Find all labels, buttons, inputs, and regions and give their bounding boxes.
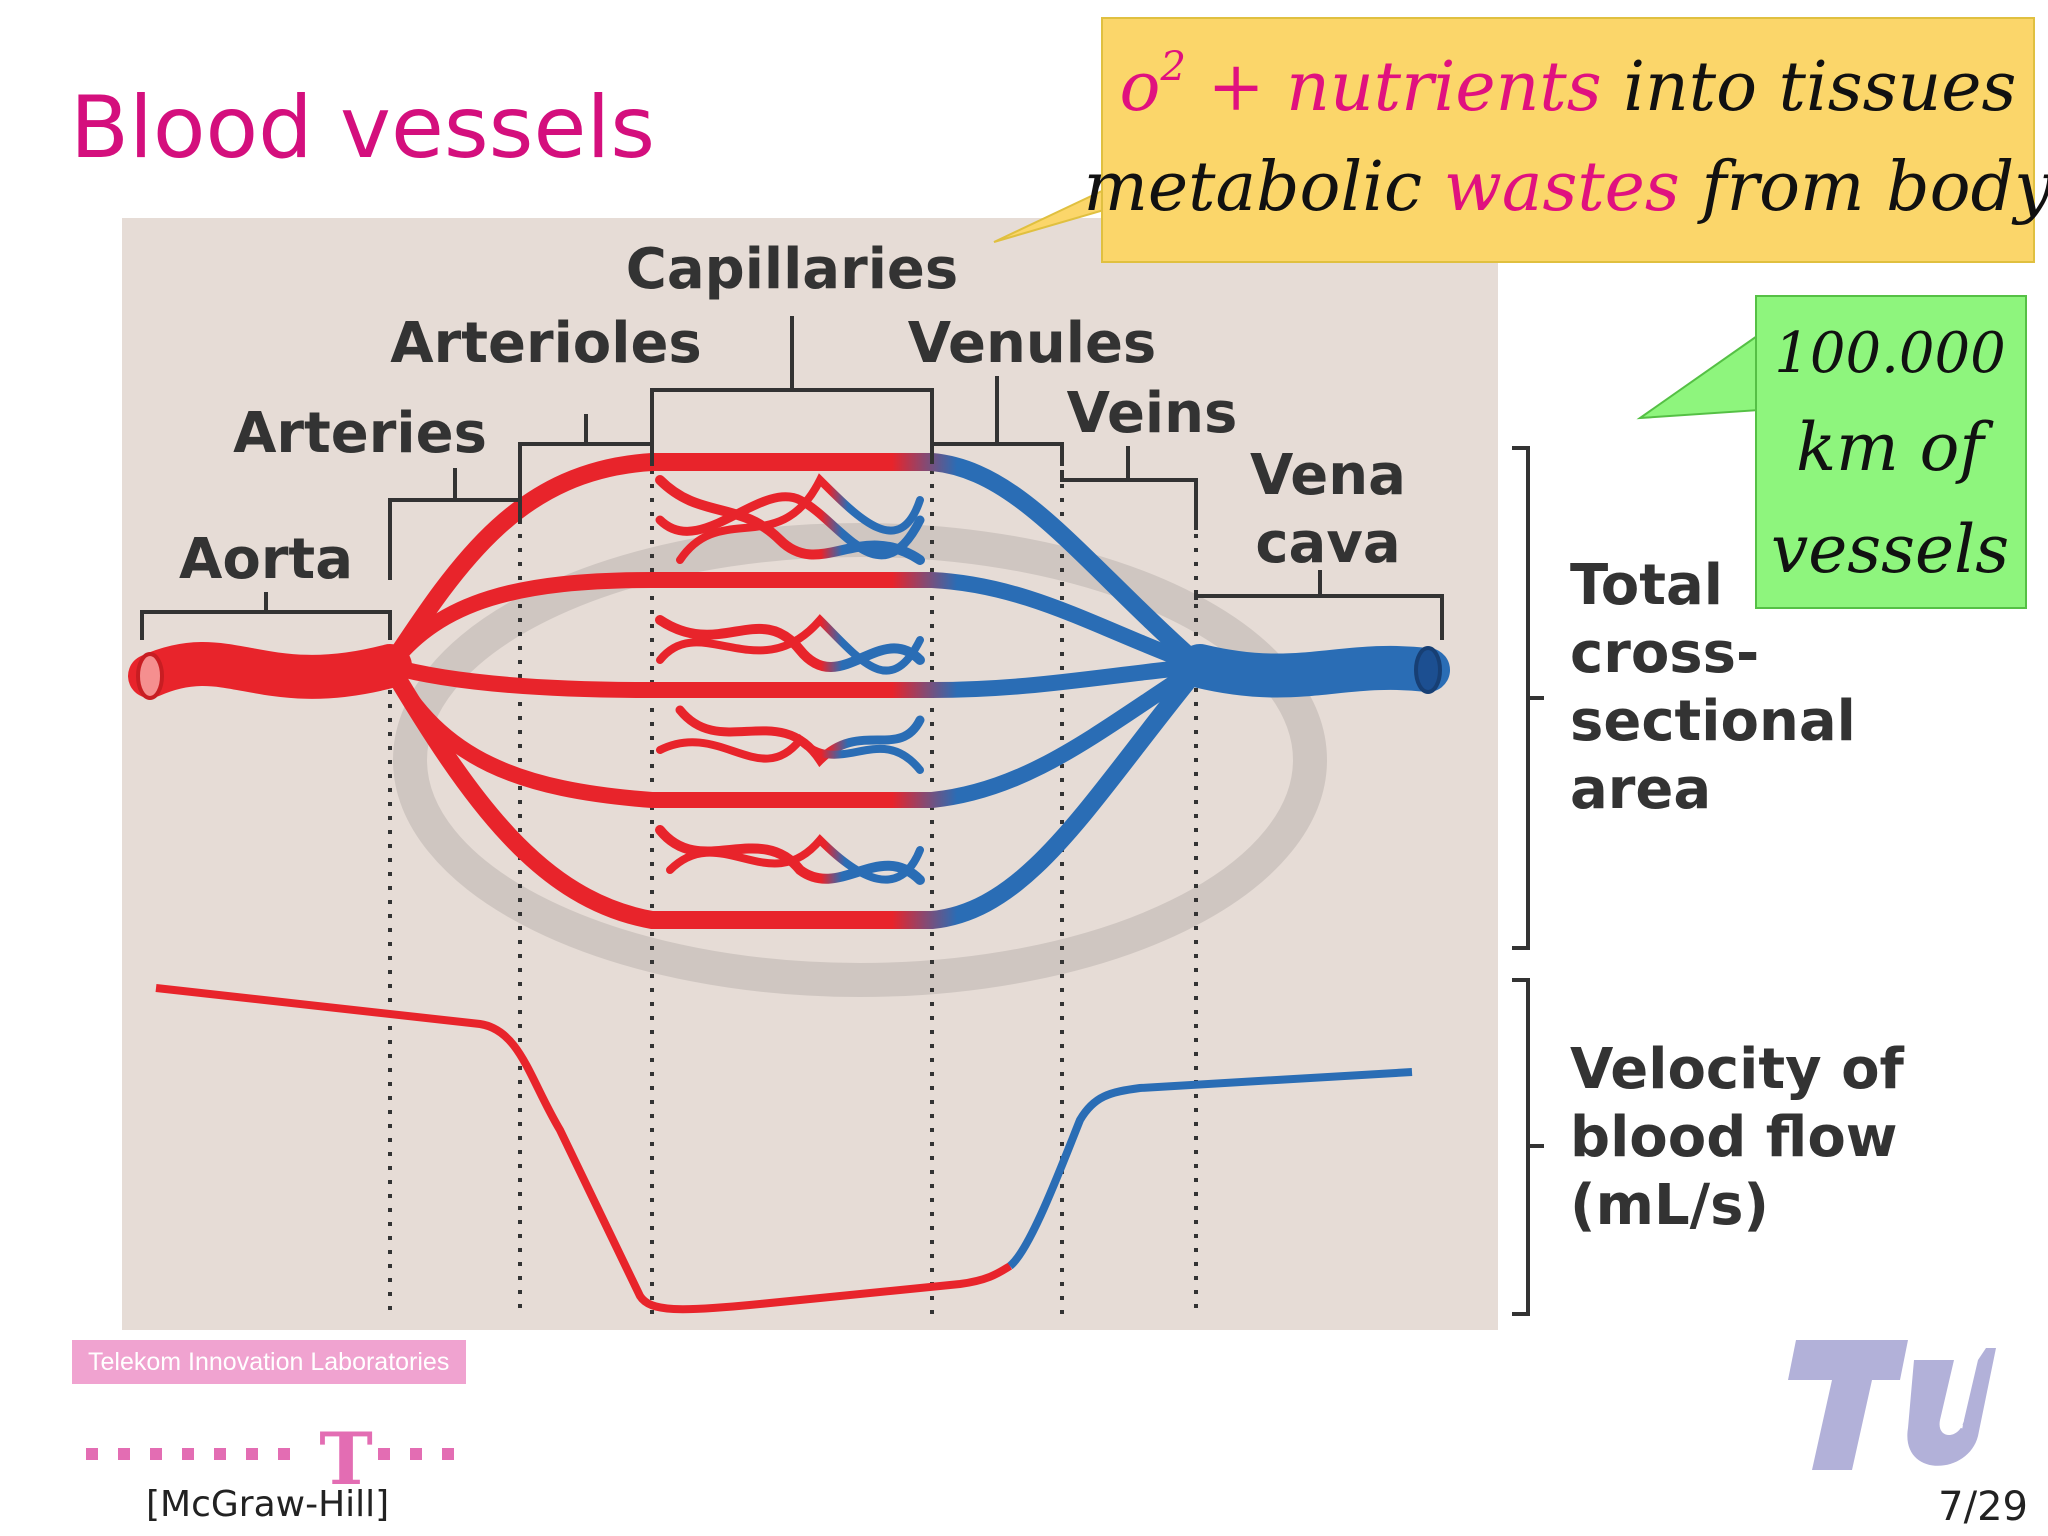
velocity-label-2: blood flow: [1570, 1105, 1898, 1170]
area-label-3: sectional: [1570, 689, 1856, 754]
callout-segment: + nutrients: [1186, 48, 1602, 127]
label-venules: Venules: [908, 311, 1157, 376]
vessel-network: [128, 453, 1450, 929]
label-aorta: Aorta: [179, 527, 353, 592]
diagram-panel: [122, 218, 1498, 1330]
citation: [McGraw-Hill]: [146, 1484, 390, 1525]
tu-berlin-logo: berlin: [1788, 1340, 1996, 1470]
velocity-label-3: (mL/s): [1570, 1173, 1769, 1238]
callout-segment: 2: [1160, 44, 1186, 90]
side-brackets: [1512, 446, 1544, 1316]
callout-segment: into tissues: [1602, 48, 2017, 127]
label-veins: Veins: [1067, 381, 1238, 446]
label-arteries: Arteries: [233, 401, 487, 466]
green-callout-line2: km of: [1796, 409, 1994, 486]
page-title: Blood vessels: [70, 78, 656, 178]
label-vena-cava-2: cava: [1255, 511, 1400, 576]
green-callout: 100.000 km of vessels: [1636, 295, 2027, 609]
yellow-callout-line2: metabolic wastes from body: [1083, 148, 2048, 227]
velocity-label-1: Velocity of: [1570, 1037, 1905, 1102]
yellow-callout: o2 + nutrients into tissues metabolic wa…: [993, 17, 2048, 263]
area-label-1: Total: [1570, 553, 1723, 618]
aorta-opening: [136, 652, 164, 700]
vena-cava-opening: [1414, 646, 1442, 694]
page-number: 7/29: [1938, 1484, 2028, 1530]
yellow-callout-line1: o2 + nutrients into tissues: [1120, 44, 2017, 127]
green-callout-line3: vessels: [1771, 511, 2009, 588]
green-callout-line1: 100.000: [1774, 321, 2006, 386]
callout-segment: wastes: [1444, 148, 1680, 227]
telekom-lab-bar: Telekom Innovation Laboratories: [72, 1340, 466, 1384]
telekom-t-letter: T: [319, 1416, 373, 1501]
callout-segment: o: [1120, 48, 1161, 127]
telekom-t-logo: T: [86, 1416, 454, 1501]
area-label-2: cross-: [1570, 621, 1759, 686]
label-capillaries: Capillaries: [626, 237, 958, 302]
label-vena-cava-1: Vena: [1250, 443, 1406, 508]
area-label-4: area: [1570, 757, 1711, 822]
vessel-shadow: [393, 523, 1327, 997]
callout-segment: from body: [1680, 148, 2048, 227]
label-arterioles: Arterioles: [390, 311, 702, 376]
velocity-curve-vein: [1007, 1068, 1413, 1270]
label-brackets: [140, 316, 1444, 640]
velocity-curve-artery: [155, 984, 1013, 1314]
callout-segment: metabolic: [1083, 148, 1443, 227]
